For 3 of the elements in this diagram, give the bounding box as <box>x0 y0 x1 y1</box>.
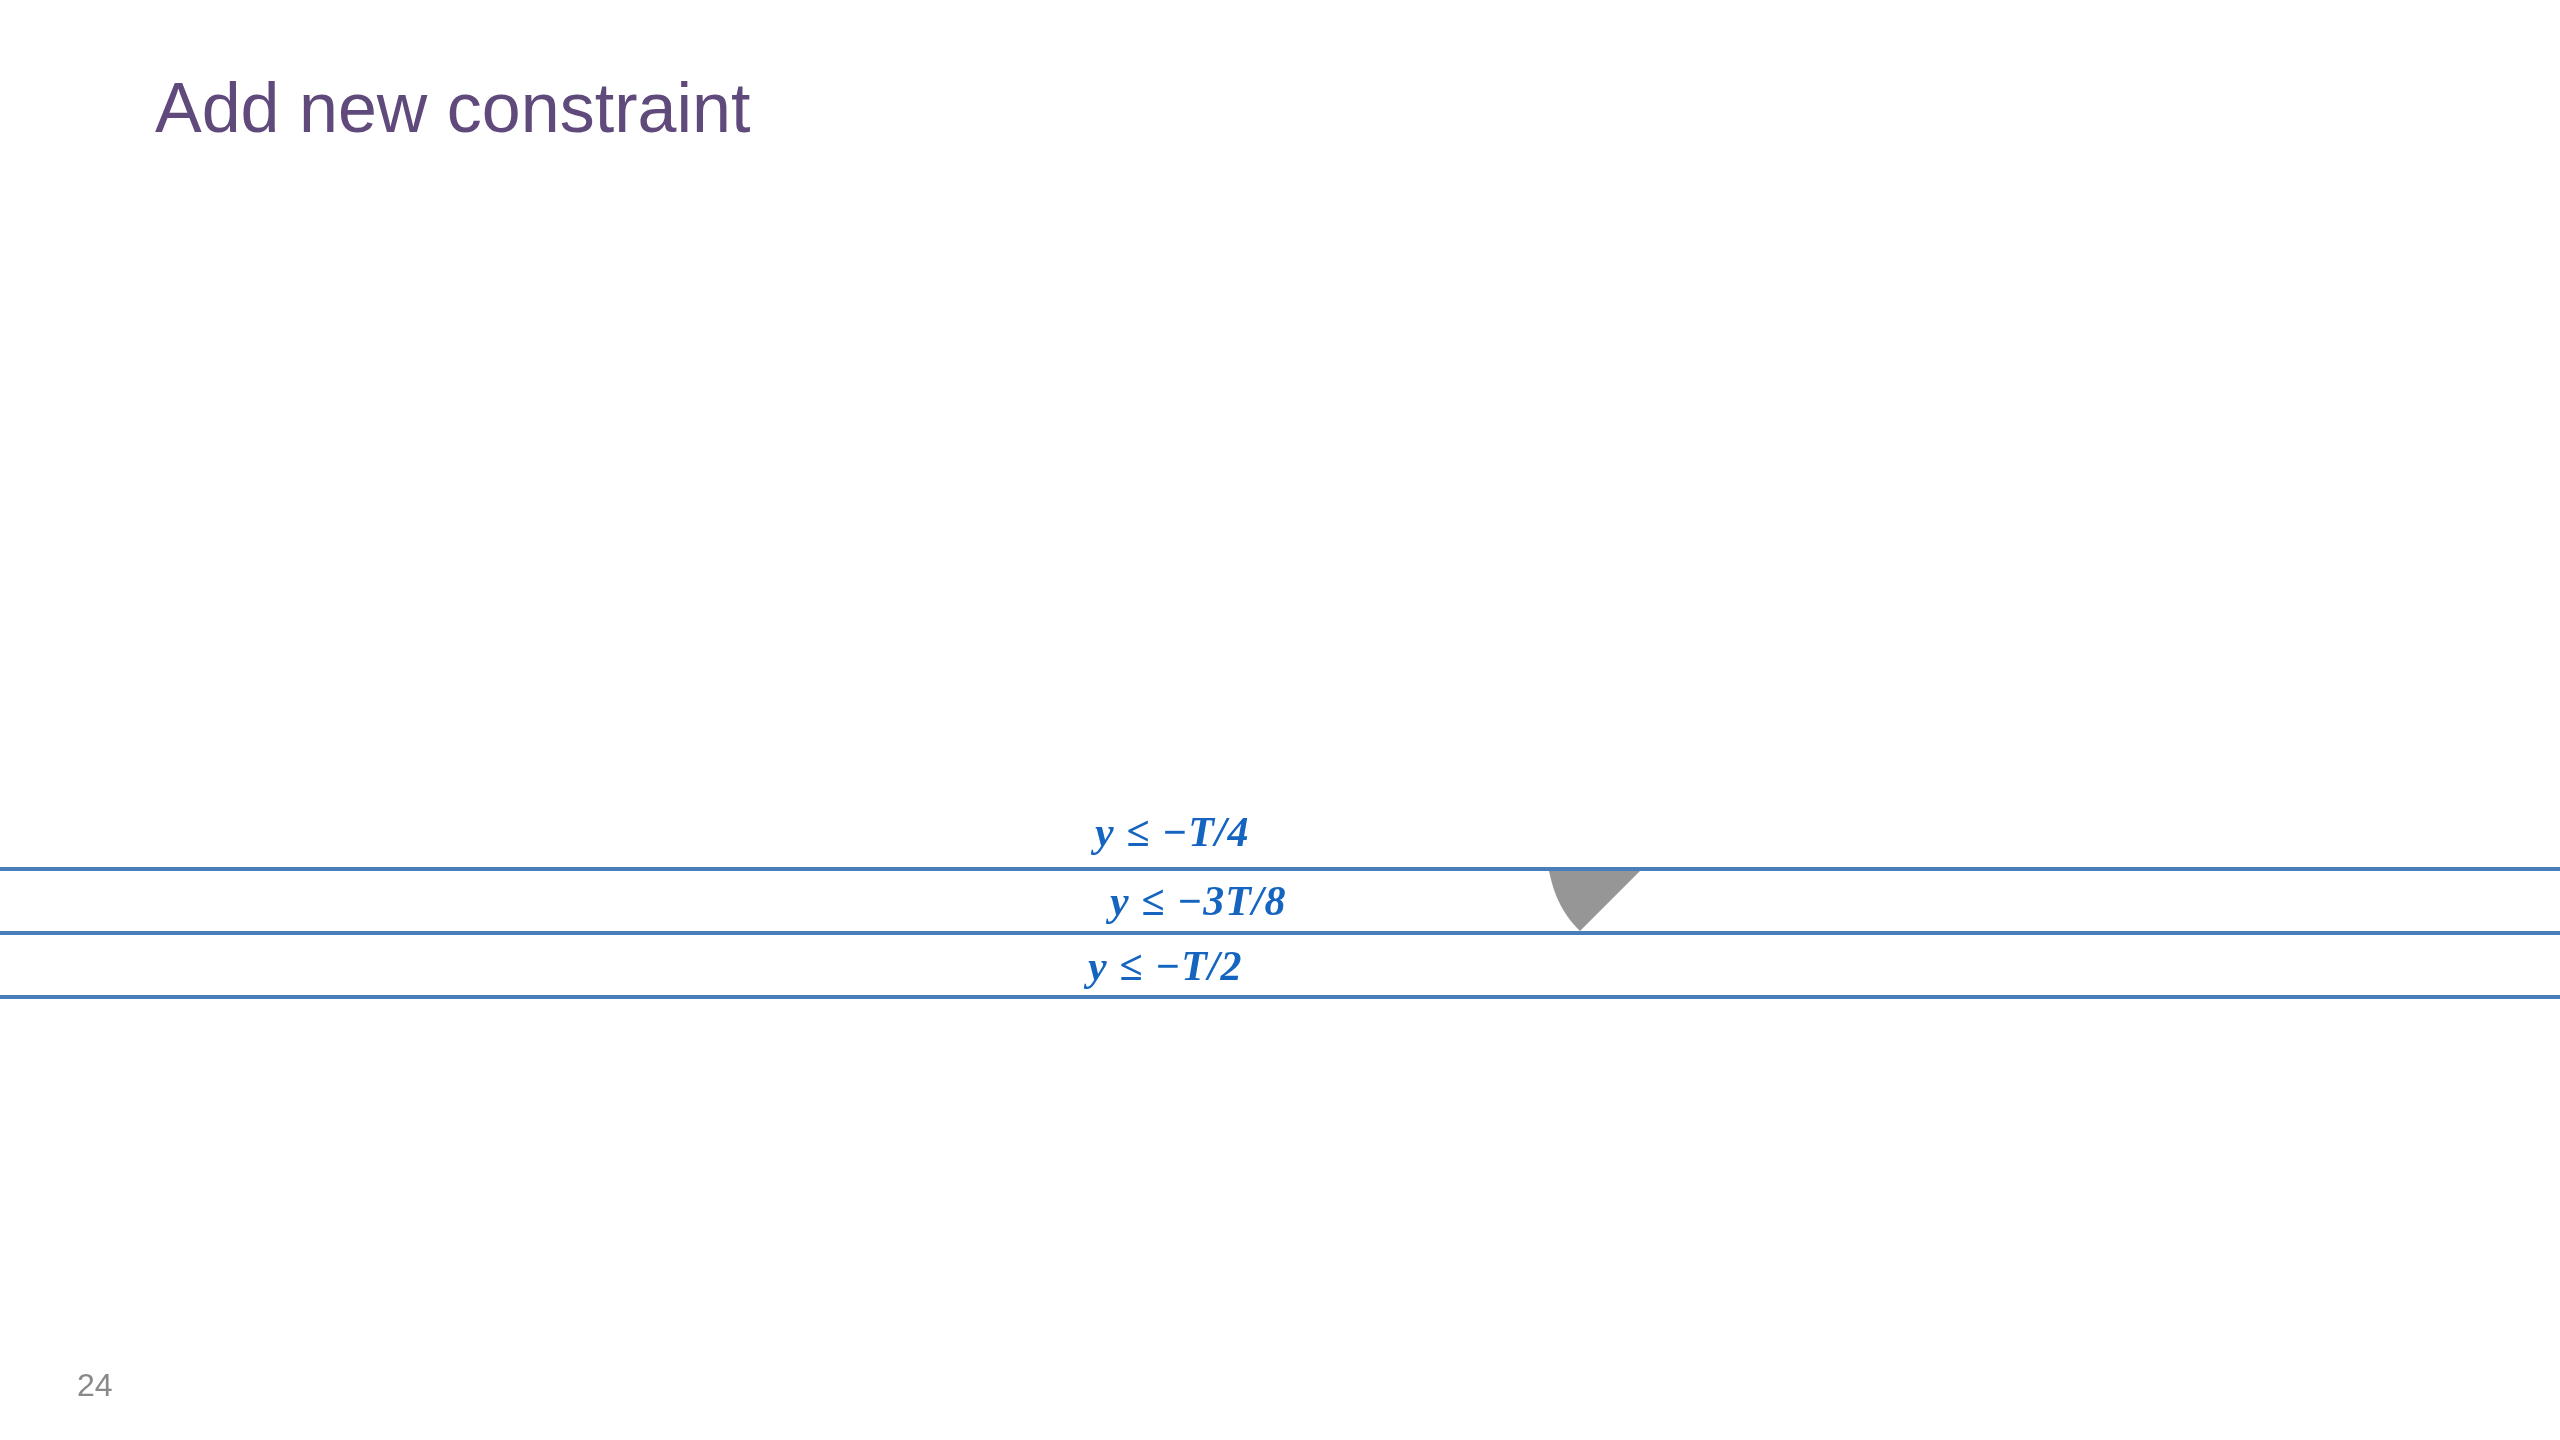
shaded-region <box>1549 871 1640 931</box>
slide-title: Add new constraint <box>155 70 751 147</box>
page-number: 24 <box>77 1369 113 1401</box>
